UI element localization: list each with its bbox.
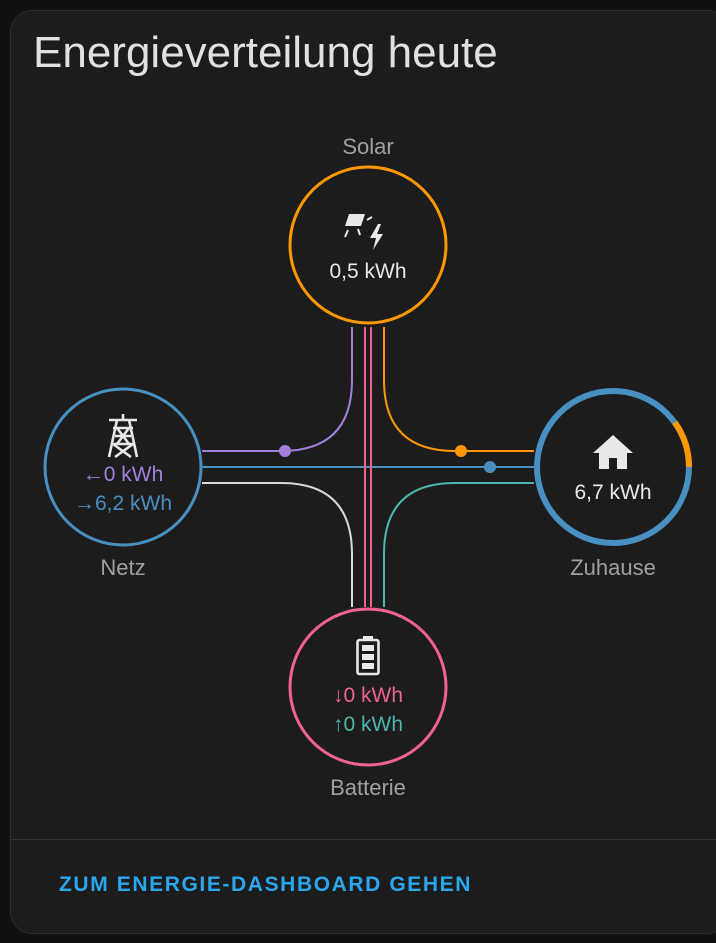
grid-label: Netz — [100, 555, 146, 580]
flow-line-solar-to-home — [383, 327, 534, 452]
grid-node-circle[interactable] — [43, 387, 203, 547]
battery-label: Batterie — [330, 775, 406, 800]
grid-consumption-amount: 6,2 kWh — [94, 492, 173, 515]
card-divider — [10, 839, 716, 840]
solar-node-circle[interactable] — [288, 165, 448, 325]
flow-line-grid-to-battery — [202, 482, 353, 607]
flow-dot-grid-to-home — [484, 461, 496, 473]
transmission-tower-icon — [107, 414, 139, 459]
battery-out-amount: 0 kWh — [343, 713, 403, 736]
home-value: 6,7 kWh — [574, 481, 652, 504]
energy-dashboard-link[interactable]: ZUM ENERGIE-DASHBOARD GEHEN — [59, 873, 473, 896]
flow-dot-solar-to-grid — [279, 445, 291, 457]
grid-return-amount: 0 kWh — [103, 463, 164, 486]
solar-power-icon — [344, 214, 383, 250]
grid-consumption-value: →6,2 kWh — [48, 492, 198, 516]
flow-line-solar-to-grid — [202, 327, 353, 452]
home-icon — [593, 435, 633, 469]
card-title: Energieverteilung heute — [33, 28, 498, 77]
flow-dot-solar-to-home — [455, 445, 467, 457]
solar-label: Solar — [342, 134, 394, 159]
battery-in-value: ↓0 kWh — [293, 684, 443, 708]
battery-in-amount: 0 kWh — [343, 684, 403, 707]
arrow-up-icon: ↑ — [332, 713, 344, 736]
home-node-circle[interactable] — [534, 388, 692, 546]
arrow-left-icon: ← — [82, 463, 104, 486]
battery-node-circle[interactable] — [288, 607, 448, 767]
battery-high-icon — [356, 636, 380, 676]
battery-out-value: ↑0 kWh — [293, 713, 443, 737]
home-label: Zuhause — [570, 555, 656, 580]
arrow-right-icon: → — [73, 492, 95, 515]
flow-line-battery-to-home — [383, 482, 534, 607]
grid-return-value: ←0 kWh — [48, 463, 198, 487]
arrow-down-icon: ↓ — [332, 684, 344, 707]
solar-value: 0,5 kWh — [329, 260, 407, 283]
home-solar-share-arc — [672, 420, 693, 468]
